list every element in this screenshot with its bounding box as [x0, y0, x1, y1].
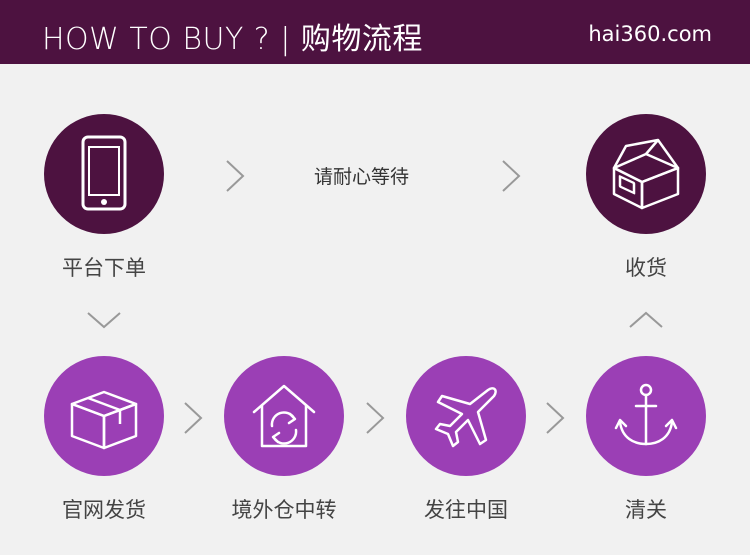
step-order-circle — [44, 114, 164, 234]
phone-icon — [81, 135, 127, 211]
step-ship-circle — [406, 356, 526, 476]
box-icon — [70, 390, 138, 450]
page-title: HOW TO BUY ? | 购物流程 — [42, 22, 423, 57]
step-warehouse-circle — [224, 356, 344, 476]
chevron-right-icon — [226, 160, 245, 192]
warehouse-icon — [252, 384, 316, 448]
step-customs-label: 清关 — [625, 498, 667, 522]
package-box-icon — [612, 138, 680, 210]
chevron-right-icon — [184, 402, 203, 434]
step-receive-circle — [586, 114, 706, 234]
step-order-label: 平台下单 — [62, 256, 146, 280]
step-dispatch-circle — [44, 356, 164, 476]
anchor-icon — [614, 383, 678, 446]
wait-text: 请耐心等待 — [314, 166, 410, 188]
chevron-down-icon — [87, 312, 121, 329]
site-domain: hai360.com — [588, 22, 712, 46]
step-receive-label: 收货 — [625, 256, 667, 280]
step-warehouse-label: 境外仓中转 — [231, 498, 337, 522]
airplane-icon — [434, 387, 497, 448]
step-customs-circle — [586, 356, 706, 476]
chevron-right-icon — [502, 160, 521, 192]
chevron-right-icon — [546, 402, 565, 434]
chevron-right-icon — [366, 402, 385, 434]
chevron-up-icon — [629, 311, 663, 328]
step-dispatch-label: 官网发货 — [62, 498, 146, 522]
header-bar: HOW TO BUY ? | 购物流程 hai360.com — [0, 0, 750, 64]
step-ship-label: 发往中国 — [424, 498, 508, 522]
